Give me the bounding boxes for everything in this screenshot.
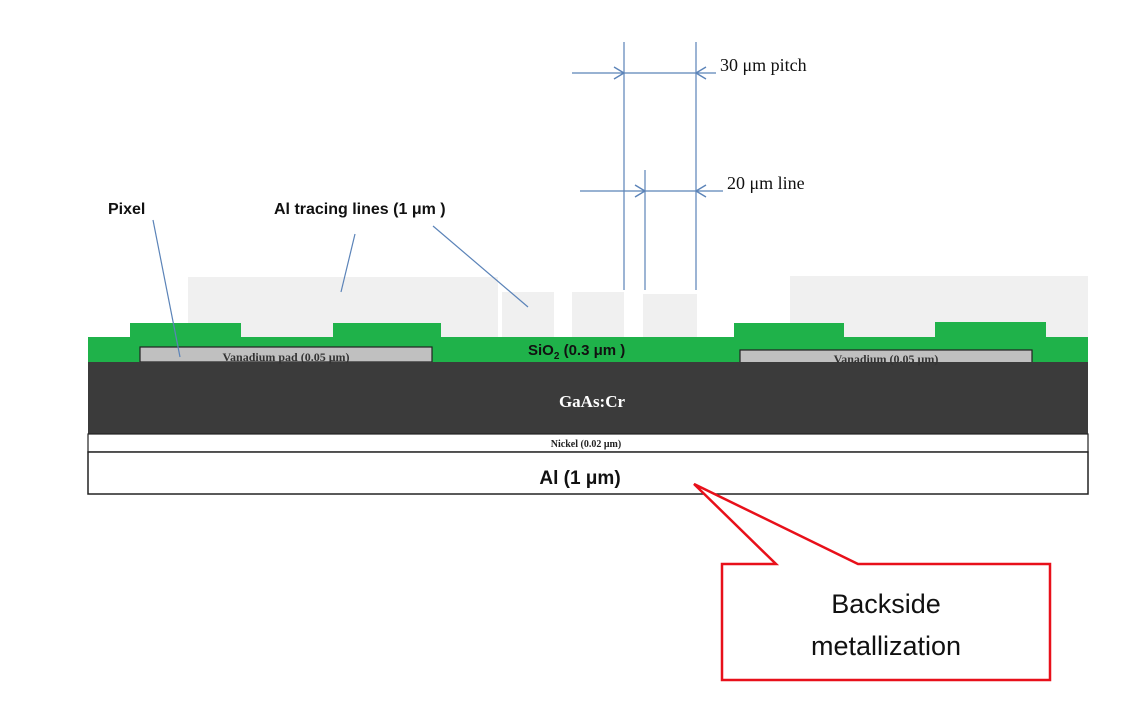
sio2-label-main: SiO <box>528 342 554 359</box>
gaas-label: GaAs:Cr <box>559 392 626 411</box>
callout-text-line1: Backside <box>831 589 941 619</box>
callout-text-line2: metallization <box>811 631 961 661</box>
vanadium-pad-label: Vanadium pad (0.05 μm) <box>222 350 349 364</box>
line-width-label: 20 μm line <box>727 173 805 193</box>
gaas-substrate <box>88 362 1088 434</box>
vanadium-label: Vanadium (0.05 μm) <box>834 352 939 366</box>
dimension-arrowheads <box>613 66 707 198</box>
pitch-label-bg <box>716 54 826 80</box>
al-tracing-label: Al tracing lines (1 μm ) <box>274 201 446 218</box>
leader-lines <box>152 219 529 358</box>
sio2-label-sub: 2 <box>554 351 560 362</box>
nickel-label: Nickel (0.02 μm) <box>551 439 621 450</box>
sio2-label-rest: (0.3 μm ) <box>559 342 625 359</box>
sio2-label: SiO2 (0.3 μm ) <box>528 342 625 362</box>
pixel-label: Pixel <box>108 201 145 218</box>
aluminum-layer <box>87 451 1089 495</box>
aluminum-label: Al (1 μm) <box>539 468 620 489</box>
line-label-bg <box>723 172 823 198</box>
backside-metallization-callout <box>693 482 1052 682</box>
pitch-label: 30 μm pitch <box>720 55 807 75</box>
